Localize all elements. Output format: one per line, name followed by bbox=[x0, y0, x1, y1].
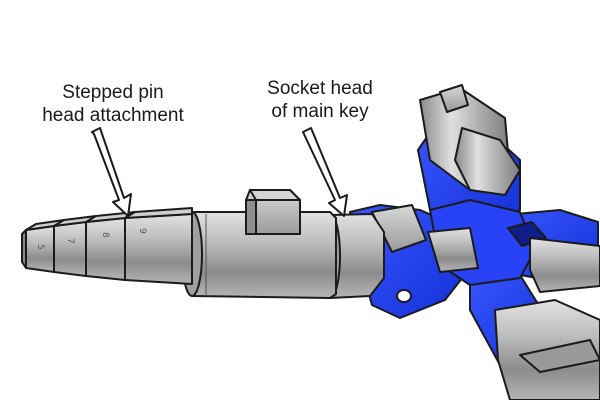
label-socket-head-line2: of main key bbox=[271, 101, 369, 122]
arrow-to-socket bbox=[302, 127, 348, 217]
label-socket-head: Socket head of main key bbox=[240, 77, 400, 123]
step-marking-7: 7 bbox=[65, 238, 75, 244]
label-stepped-pin-line2: head attachment bbox=[42, 105, 184, 126]
label-stepped-pin-line1: Stepped pin bbox=[62, 82, 164, 103]
stepped-pin bbox=[21, 207, 193, 285]
square-stud bbox=[245, 189, 301, 235]
step-markings: 5 7 8 9 bbox=[35, 228, 147, 250]
pin-step-8 bbox=[85, 217, 126, 281]
step-marking-8: 8 bbox=[100, 232, 110, 238]
top-cylinder bbox=[454, 127, 521, 196]
pin-step-7 bbox=[53, 221, 87, 277]
pin-step-9 bbox=[124, 213, 193, 285]
inner-shaft bbox=[427, 227, 479, 273]
top-tab bbox=[439, 84, 469, 113]
cross-shafts bbox=[371, 84, 600, 400]
socket-square-block bbox=[371, 204, 427, 253]
arrow-to-pin bbox=[91, 127, 132, 217]
step-marking-9: 9 bbox=[137, 228, 147, 234]
right-shaft bbox=[529, 237, 600, 293]
label-arrows bbox=[91, 127, 348, 217]
label-stepped-pin: Stepped pin head attachment bbox=[18, 81, 208, 127]
step-marking-5: 5 bbox=[35, 244, 45, 250]
label-socket-head-line1: Socket head bbox=[267, 78, 373, 99]
flange-hole bbox=[396, 289, 412, 303]
